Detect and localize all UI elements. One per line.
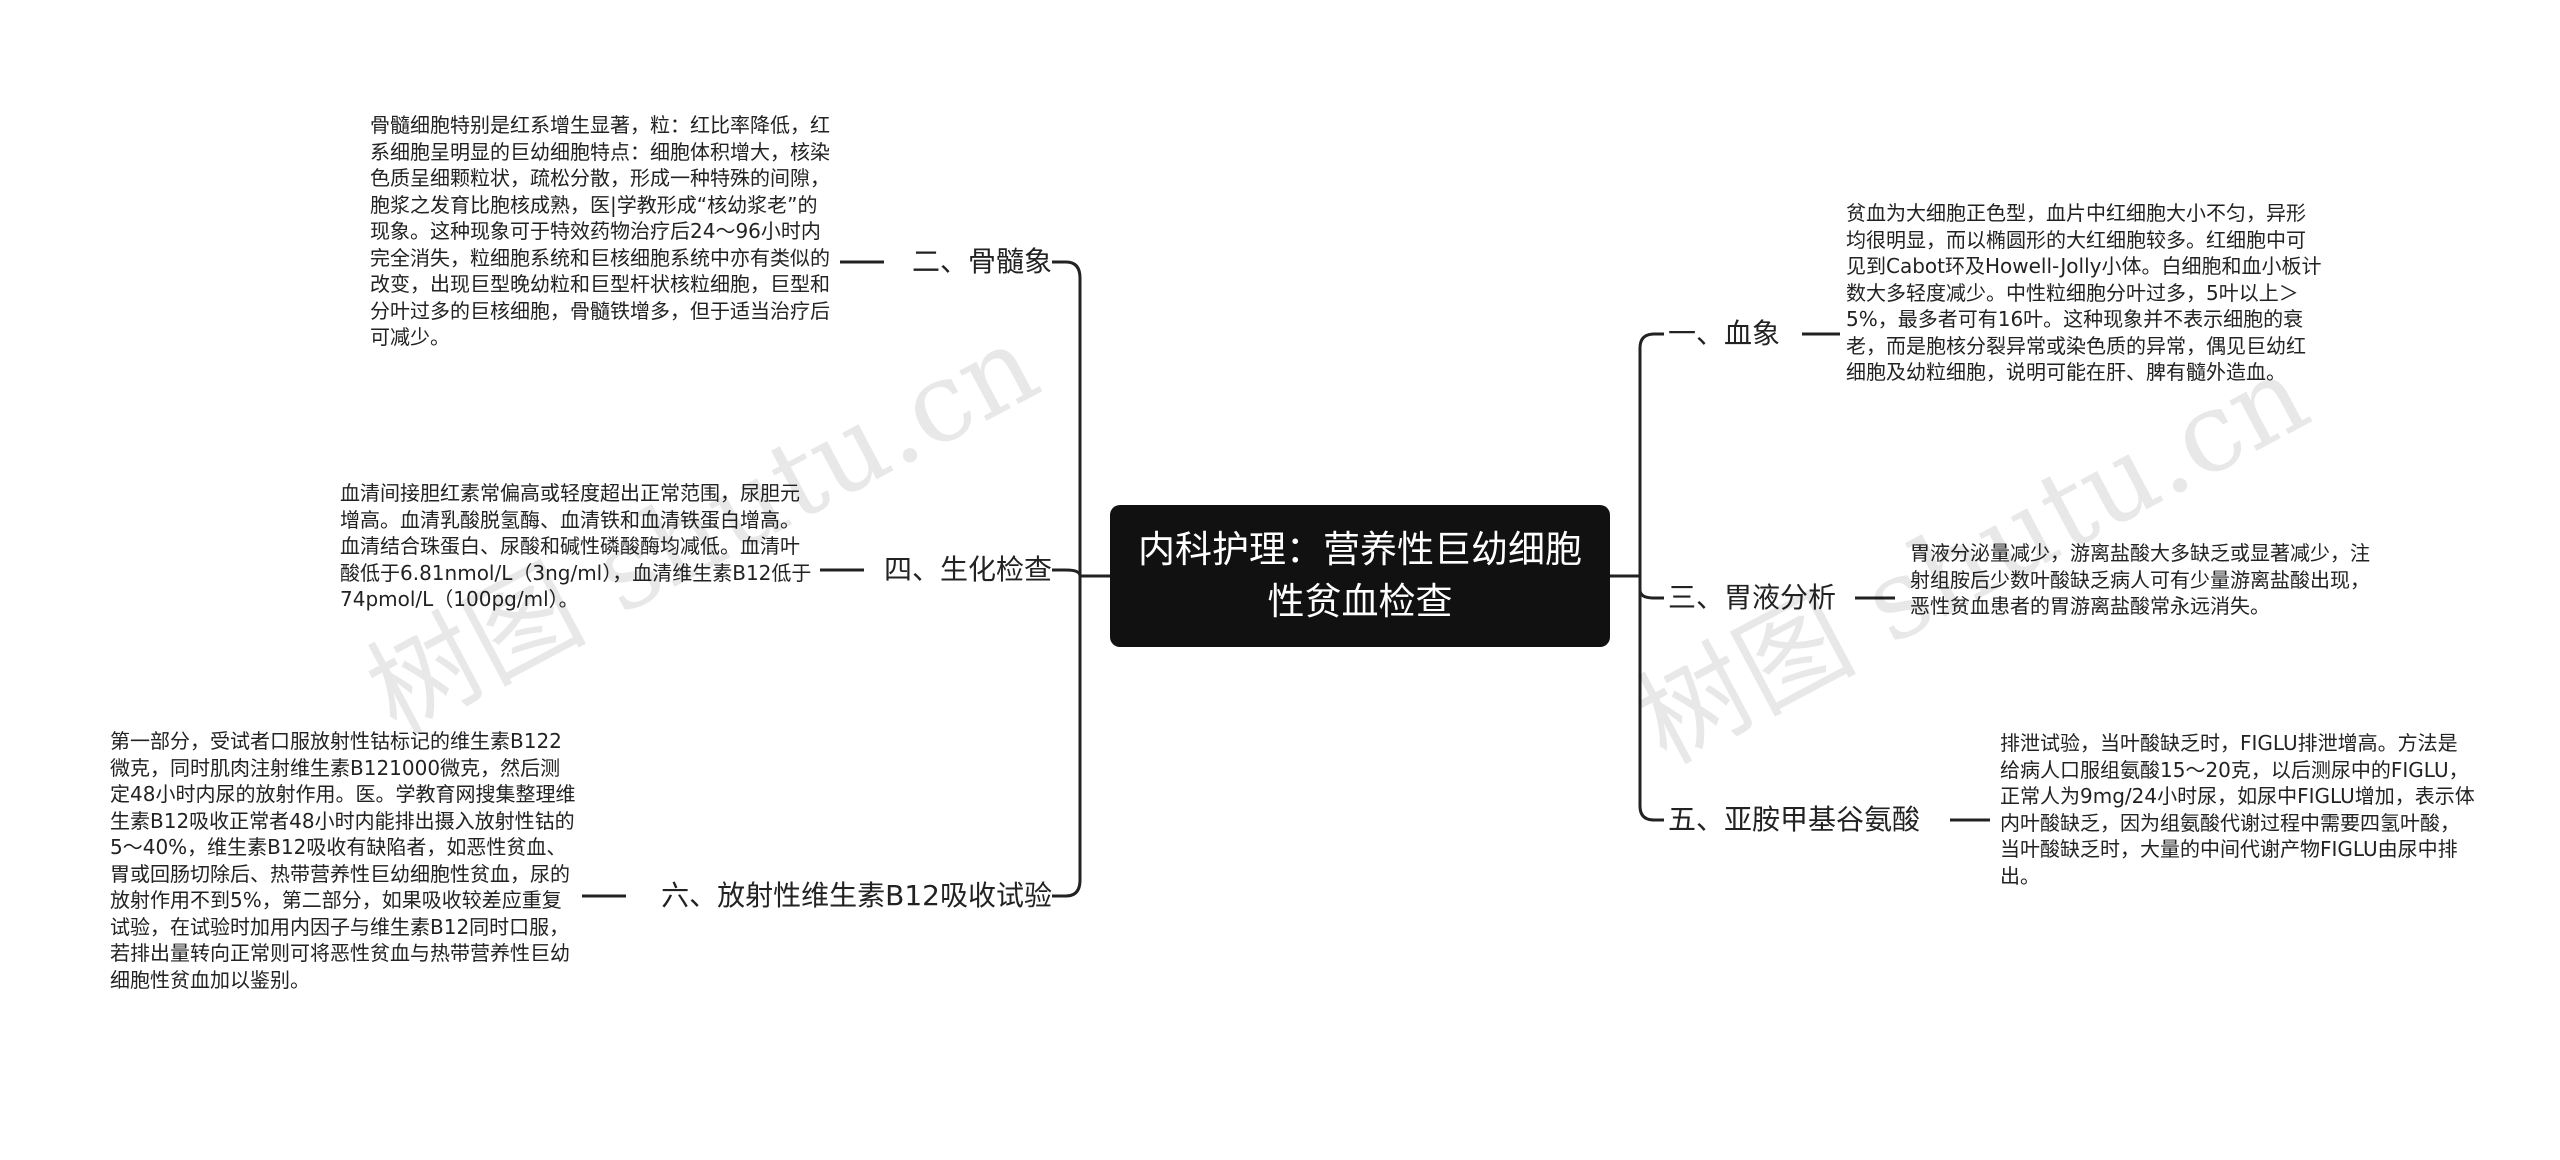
leaf-text: 骨髓细胞特别是红系增生显著，粒：红比率降低，红系细胞呈明显的巨幼细胞特点：细胞体… [370, 113, 830, 349]
branch-b12-absorption-test[interactable]: 六、放射性维生素B12吸收试验 [661, 878, 1052, 914]
leaf-biochemistry: 血清间接胆红素常偏高或轻度超出正常范围，尿胆元增高。血清乳酸脱氢酶、血清铁和血清… [340, 480, 814, 613]
branch-bone-marrow[interactable]: 二、骨髓象 [912, 244, 1052, 280]
branch-label: 三、胃液分析 [1668, 581, 1837, 614]
branch-label: 五、亚胺甲基谷氨酸 [1668, 803, 1921, 836]
root-title: 内科护理：营养性巨幼细胞性贫血检查 [1138, 528, 1582, 623]
branch-biochemistry[interactable]: 四、生化检查 [884, 552, 1052, 588]
branch-blood-picture[interactable]: 一、血象 [1668, 316, 1780, 352]
branch-figlu[interactable]: 五、亚胺甲基谷氨酸 [1668, 802, 1920, 838]
leaf-text: 排泄试验，当叶酸缺乏时，FIGLU排泄增高。方法是给病人口服组氨酸15～20克，… [2000, 731, 2475, 888]
leaf-text: 第一部分，受试者口服放射性钴标记的维生素B122微克，同时肌肉注射维生素B121… [110, 729, 576, 992]
leaf-text: 血清间接胆红素常偏高或轻度超出正常范围，尿胆元增高。血清乳酸脱氢酶、血清铁和血清… [340, 481, 812, 611]
leaf-blood-picture: 贫血为大细胞正色型，血片中红细胞大小不匀，异形均很明显，而以椭圆形的大红细胞较多… [1846, 200, 2322, 386]
leaf-text: 贫血为大细胞正色型，血片中红细胞大小不匀，异形均很明显，而以椭圆形的大红细胞较多… [1846, 201, 2322, 384]
branch-gastric-analysis[interactable]: 三、胃液分析 [1668, 580, 1836, 616]
branch-label: 一、血象 [1668, 317, 1781, 350]
leaf-text: 胃液分泌量减少，游离盐酸大多缺乏或显著减少，注射组胺后少数叶酸缺乏病人可有少量游… [1910, 541, 2370, 618]
leaf-figlu: 排泄试验，当叶酸缺乏时，FIGLU排泄增高。方法是给病人口服组氨酸15～20克，… [2000, 730, 2476, 889]
root-node[interactable]: 内科护理：营养性巨幼细胞性贫血检查 [1110, 505, 1610, 647]
branch-label: 二、骨髓象 [911, 245, 1052, 278]
leaf-gastric-analysis: 胃液分泌量减少，游离盐酸大多缺乏或显著减少，注射组胺后少数叶酸缺乏病人可有少量游… [1910, 540, 2388, 620]
connector-right-trunk [1638, 332, 1655, 822]
leaf-b12-absorption-test: 第一部分，受试者口服放射性钴标记的维生素B122微克，同时肌肉注射维生素B121… [110, 728, 578, 993]
branch-label: 四、生化检查 [883, 553, 1052, 586]
connector-left-trunk [1065, 260, 1082, 898]
branch-label: 六、放射性维生素B12吸收试验 [661, 879, 1052, 912]
leaf-bone-marrow: 骨髓细胞特别是红系增生显著，粒：红比率降低，红系细胞呈明显的巨幼细胞特点：细胞体… [370, 112, 836, 351]
